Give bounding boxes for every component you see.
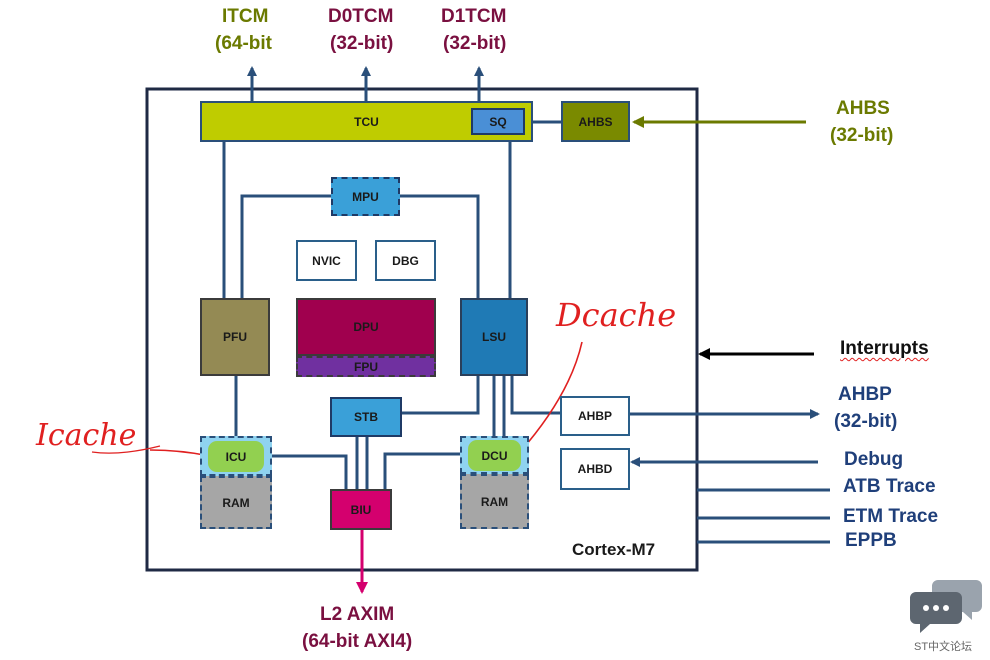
dcu-label: DCU bbox=[481, 448, 508, 463]
itcm-port-width: (64-bit bbox=[215, 33, 272, 54]
dcache-annotation: Dcache bbox=[556, 296, 677, 334]
ahbs-block-label: AHBS bbox=[578, 114, 613, 129]
icu-ram-label: RAM bbox=[222, 495, 250, 510]
lsu-label: LSU bbox=[482, 330, 506, 344]
cortex-m7-frame bbox=[145, 87, 699, 572]
tcu-label: TCU bbox=[354, 114, 379, 129]
ahbp-block: AHBP bbox=[560, 396, 630, 436]
nvic-block: NVIC bbox=[296, 240, 357, 281]
lsu-stb-link bbox=[402, 376, 480, 415]
fpu-label: FPU bbox=[354, 359, 378, 374]
eppb-label: EPPB bbox=[845, 530, 897, 551]
sq-label: SQ bbox=[489, 114, 507, 129]
biu-block: BIU bbox=[330, 489, 392, 530]
tcu-block: TCU bbox=[200, 101, 533, 142]
interrupts-label: Interrupts bbox=[840, 338, 929, 359]
biu-label: BIU bbox=[350, 502, 372, 517]
dbg-label: DBG bbox=[392, 253, 419, 268]
icu-ram-block: RAM bbox=[200, 476, 272, 529]
mpu-label: MPU bbox=[352, 189, 379, 204]
icu-block: ICU bbox=[208, 441, 264, 472]
icu-biu-link bbox=[272, 454, 348, 489]
atb-trace-label: ATB Trace bbox=[843, 476, 936, 497]
ahbd-block-label: AHBD bbox=[577, 462, 613, 476]
dcu-ram-block: RAM bbox=[460, 474, 529, 529]
cortex-m7-label: Cortex-M7 bbox=[572, 540, 656, 559]
itcm-port-name: ITCM bbox=[222, 6, 269, 27]
sq-block: SQ bbox=[471, 108, 525, 135]
fpu-block: FPU bbox=[296, 356, 436, 377]
pfu-label: PFU bbox=[223, 330, 247, 344]
icache-underline-stroke bbox=[91, 445, 161, 454]
mpu-lsu-link bbox=[400, 194, 480, 298]
chat-bubble-icon bbox=[910, 580, 982, 633]
ahbd-block: AHBD bbox=[560, 448, 630, 490]
d1tcm-port-width: (32-bit) bbox=[443, 33, 507, 54]
icache-annotation: Icache bbox=[36, 418, 137, 453]
ahbp-ext-name: AHBP bbox=[838, 384, 892, 405]
l2-axim-width: (64-bit AXI4) bbox=[302, 631, 413, 652]
mpu-block: MPU bbox=[331, 177, 400, 216]
l2-axim-name: L2 AXIM bbox=[320, 604, 395, 625]
dcu-biu-link bbox=[383, 452, 460, 489]
dcu-ram-label: RAM bbox=[480, 494, 509, 509]
d0tcm-port-width: (32-bit) bbox=[330, 33, 394, 54]
ahbs-ext-width: (32-bit) bbox=[830, 125, 894, 146]
pfu-block: PFU bbox=[200, 298, 270, 376]
dcu-block: DCU bbox=[468, 440, 521, 471]
ahbp-block-label: AHBP bbox=[577, 409, 612, 423]
ahbs-block: AHBS bbox=[561, 101, 630, 142]
dpu-label: DPU bbox=[353, 320, 379, 334]
lsu-ahbp-link bbox=[510, 376, 560, 415]
stb-block: STB bbox=[330, 397, 402, 437]
d0tcm-port-name: D0TCM bbox=[328, 6, 394, 27]
ahbp-ext-width: (32-bit) bbox=[834, 411, 898, 432]
nvic-label: NVIC bbox=[312, 253, 341, 268]
d1tcm-port-name: D1TCM bbox=[441, 6, 507, 27]
mpu-pfu-link bbox=[240, 194, 331, 298]
stb-label: STB bbox=[354, 410, 378, 424]
dpu-block: DPU bbox=[296, 298, 436, 356]
debug-label: Debug bbox=[844, 449, 904, 470]
watermark-text: ST中文论坛 bbox=[914, 641, 973, 653]
dbg-block: DBG bbox=[375, 240, 436, 281]
lsu-block: LSU bbox=[460, 298, 528, 376]
icu-label: ICU bbox=[225, 449, 247, 464]
ahbs-ext-name: AHBS bbox=[836, 98, 890, 119]
etm-trace-label: ETM Trace bbox=[843, 506, 939, 527]
